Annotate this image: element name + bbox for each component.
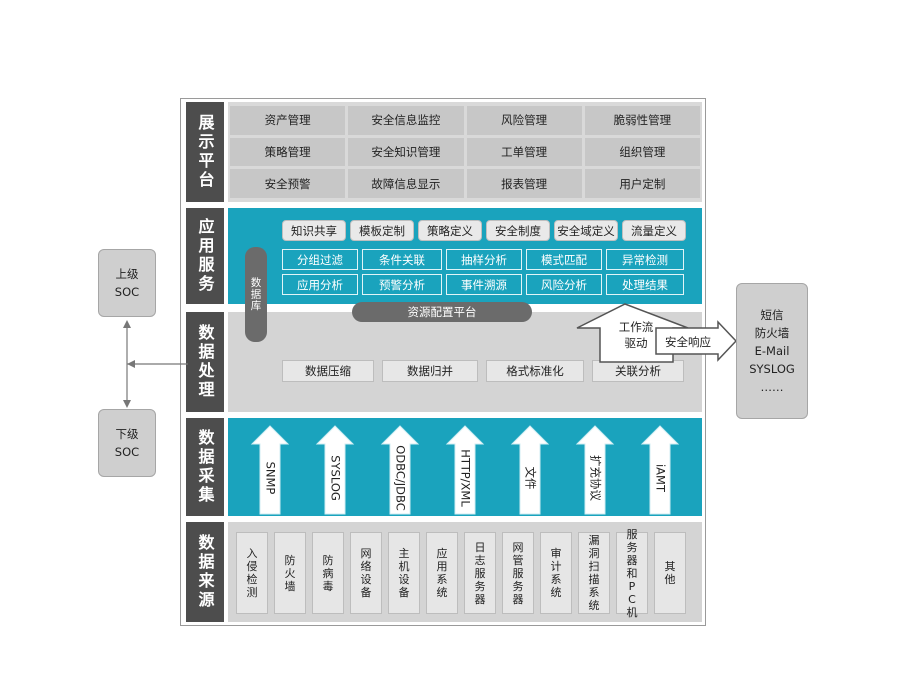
display-item: 脆弱性管理 <box>584 106 700 135</box>
upper-soc-line1: 上级 <box>115 267 139 281</box>
response-target: E-Mail <box>754 344 790 358</box>
upper-soc-line2: SOC <box>114 285 140 299</box>
response-targets-box: 短信 防火墙 E-Mail SYSLOG …… <box>736 283 808 419</box>
layer-label: 应用服务 <box>186 208 224 304</box>
lower-soc-box: 下级 SOC <box>98 409 156 477</box>
protocol-label: ODBC/JDBC <box>394 445 408 510</box>
resource-config-platform: 资源配置平台 <box>352 302 532 322</box>
source-item: 防火墙 <box>274 532 306 614</box>
collection-arrow <box>315 425 355 515</box>
layer-data-source: 数据来源 入侵检测 防火墙 防病毒 网络设备 主机设备 应用系统 日志服务器 网… <box>186 522 702 622</box>
layer-application-service: 应用服务 知识共享 模板定制 策略定义 安全制度 安全域定义 流量定义 分组过滤… <box>186 208 702 304</box>
app-function: 处理结果 <box>606 274 684 295</box>
proc-chip: 数据归并 <box>382 360 478 382</box>
proc-chip: 格式标准化 <box>486 360 584 382</box>
source-item: 日志服务器 <box>464 532 496 614</box>
app-chip: 模板定制 <box>350 220 414 241</box>
layer-label: 数据采集 <box>186 418 224 516</box>
layer-label: 数据来源 <box>186 522 224 622</box>
layer-body: 入侵检测 防火墙 防病毒 网络设备 主机设备 应用系统 日志服务器 网管服务器 … <box>228 522 702 622</box>
app-chip: 流量定义 <box>622 220 686 241</box>
response-target: SYSLOG <box>749 362 795 376</box>
display-item: 工单管理 <box>466 137 582 167</box>
app-chip: 知识共享 <box>282 220 346 241</box>
display-item: 报表管理 <box>466 169 582 198</box>
display-item: 用户定制 <box>584 169 700 198</box>
protocol-label: 文件 <box>524 467 538 490</box>
app-function: 模式匹配 <box>526 249 602 270</box>
display-grid: 资产管理 安全信息监控 风险管理 脆弱性管理 策略管理 安全知识管理 工单管理 … <box>230 106 700 198</box>
protocol-label: iAMT <box>654 464 668 493</box>
app-function: 事件溯源 <box>446 274 522 295</box>
protocol-label: SYSLOG <box>329 455 343 501</box>
display-item: 安全知识管理 <box>348 137 464 167</box>
app-function: 条件关联 <box>362 249 442 270</box>
app-function: 抽样分析 <box>446 249 522 270</box>
app-chip: 安全制度 <box>486 220 550 241</box>
lower-soc-line2: SOC <box>114 445 140 459</box>
source-item: 其他 <box>654 532 686 614</box>
lower-soc-line1: 下级 <box>115 427 139 441</box>
database-pill: 数据库 <box>245 247 267 342</box>
response-target: 短信 <box>760 308 784 322</box>
collection-arrow <box>510 425 550 515</box>
layer-body: 资产管理 安全信息监控 风险管理 脆弱性管理 策略管理 安全知识管理 工单管理 … <box>228 102 702 202</box>
collection-arrow <box>250 425 290 515</box>
source-item: 漏洞扫描系统 <box>578 532 610 614</box>
collection-arrow <box>640 425 680 515</box>
display-item: 风险管理 <box>466 106 582 135</box>
app-chip: 安全域定义 <box>554 220 618 241</box>
collection-arrow <box>380 425 420 515</box>
proc-chip: 关联分析 <box>592 360 684 382</box>
display-item: 安全信息监控 <box>348 106 464 135</box>
source-item: 主机设备 <box>388 532 420 614</box>
response-target: …… <box>760 380 784 394</box>
protocol-label: 扩充协议 <box>589 455 603 501</box>
app-chip: 策略定义 <box>418 220 482 241</box>
workflow-label-1: 工作流 <box>618 320 654 334</box>
source-item: 入侵检测 <box>236 532 268 614</box>
source-item: 审计系统 <box>540 532 572 614</box>
protocol-label: SNMP <box>264 462 278 495</box>
app-function: 异常检测 <box>606 249 684 270</box>
app-function: 应用分析 <box>282 274 358 295</box>
app-function: 分组过滤 <box>282 249 358 270</box>
upper-soc-box: 上级 SOC <box>98 249 156 317</box>
display-item: 安全预警 <box>230 169 346 198</box>
source-item: 网络设备 <box>350 532 382 614</box>
workflow-arrow <box>576 303 738 363</box>
source-item: 应用系统 <box>426 532 458 614</box>
layer-label: 数据处理 <box>186 312 224 412</box>
soc-connectors <box>123 320 188 408</box>
security-response-label: 安全响应 <box>665 335 711 349</box>
source-item: 防病毒 <box>312 532 344 614</box>
source-item: 服务器和PC机 <box>616 528 648 619</box>
response-target: 防火墙 <box>754 326 790 340</box>
protocol-label: HTTP/XML <box>459 449 473 507</box>
app-function: 风险分析 <box>526 274 602 295</box>
collection-arrow <box>445 425 485 515</box>
display-item: 组织管理 <box>584 137 700 167</box>
collection-arrows: SNMP SYSLOG ODBC/JDBC HTTP/XML 文件 扩充协议 iAMT <box>250 425 680 515</box>
display-item: 资产管理 <box>230 106 346 135</box>
workflow-label-2: 驱动 <box>624 336 648 350</box>
app-function: 预警分析 <box>362 274 442 295</box>
proc-chip: 数据压缩 <box>282 360 374 382</box>
source-item: 网管服务器 <box>502 532 534 614</box>
layer-label: 展示平台 <box>186 102 224 202</box>
display-item: 策略管理 <box>230 137 346 167</box>
layer-display-platform: 展示平台 资产管理 安全信息监控 风险管理 脆弱性管理 策略管理 安全知识管理 … <box>186 102 702 202</box>
display-item: 故障信息显示 <box>348 169 464 198</box>
layer-body: 知识共享 模板定制 策略定义 安全制度 安全域定义 流量定义 分组过滤 条件关联… <box>228 208 702 304</box>
collection-arrow <box>575 425 615 515</box>
